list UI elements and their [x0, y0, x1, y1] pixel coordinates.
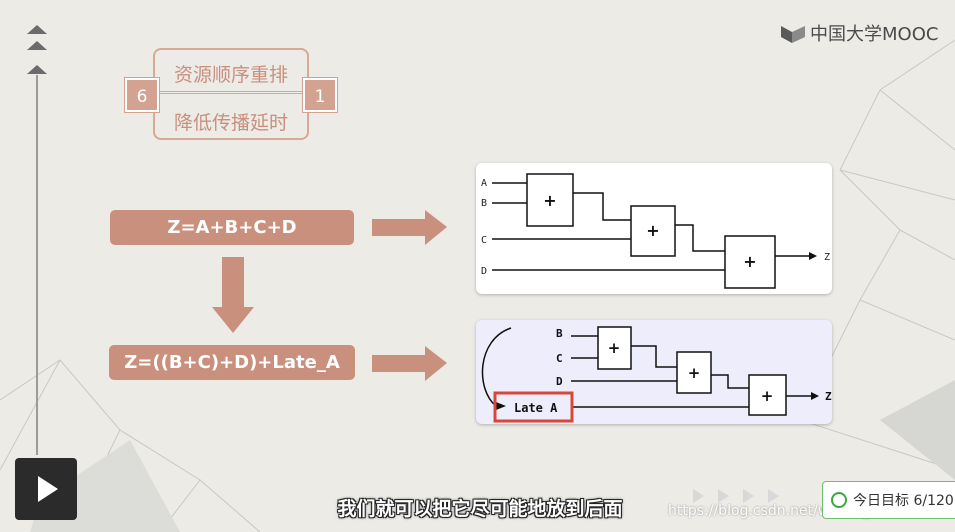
formula-1: Z=A+B+C+D [110, 210, 354, 245]
d1-adder-3-sign: + [743, 252, 756, 271]
right-arrow-1 [372, 210, 447, 245]
formula-2-text: Z=((B+C)+D)+Late_A [124, 352, 340, 373]
d2-adder-2-sign: + [688, 364, 701, 382]
d2-input-d: D [556, 375, 563, 388]
right-arrow-2 [372, 346, 447, 381]
forward-arrow-3 [743, 489, 754, 503]
nav-up-arrow-1[interactable] [27, 25, 47, 34]
d2-output-z: Z [825, 390, 832, 403]
right-number-badge: 1 [302, 77, 338, 113]
goal-label: 今日目标 6/120 [853, 493, 954, 509]
mooc-logo: 中国大学MOOC [780, 20, 938, 46]
title-line-2: 降低传播延时 [173, 112, 288, 134]
forward-arrow-1 [693, 489, 704, 503]
down-arrow [212, 257, 254, 333]
nav-up-arrow-3[interactable] [27, 65, 47, 74]
formula-2: Z=((B+C)+D)+Late_A [109, 345, 355, 380]
d2-adder-2 [676, 351, 712, 394]
reordered-adder-diagram: B C D Z + + + Late A [481, 326, 832, 423]
mooc-logo-icon [781, 26, 805, 43]
forward-arrow-2 [718, 489, 729, 503]
goal-progress-icon [831, 492, 847, 508]
d1-input-d: D [481, 266, 487, 277]
adder-chain-diagram: A B C D Z + + + [481, 173, 830, 289]
late-a-highlight [493, 391, 574, 423]
d1-input-c: C [481, 235, 487, 246]
d1-adder-1-sign: + [543, 191, 556, 210]
d2-adder-3-sign: + [761, 387, 774, 405]
d1-input-a: A [481, 178, 487, 189]
daily-goal-badge[interactable]: 今日目标 6/120 [822, 481, 955, 519]
title-divider [160, 91, 302, 94]
title-line-1: 资源顺序重排 [173, 64, 288, 86]
play-button[interactable] [15, 458, 77, 520]
d1-adder-2 [630, 205, 676, 257]
diagram-2-panel: B C D Z + + + Late A [476, 320, 832, 424]
nav-up-arrow-2[interactable] [27, 41, 47, 50]
video-subtitle: 我们就可以把它尽可能地放到后面 [337, 498, 623, 520]
left-number-badge: 6 [124, 77, 160, 113]
d2-adder-3 [748, 374, 787, 416]
d1-adder-1 [526, 173, 574, 227]
d2-adder-1-sign: + [608, 339, 621, 357]
d2-adder-1 [597, 326, 632, 370]
nav-track [36, 75, 38, 455]
d1-adder-2-sign: + [646, 221, 659, 240]
formula-1-text: Z=A+B+C+D [167, 217, 297, 238]
diagram-1-panel: A B C D Z + + + [476, 163, 832, 294]
forward-arrow-4 [768, 489, 779, 503]
late-a-label: Late A [514, 401, 558, 415]
d1-input-b: B [481, 198, 487, 209]
logo-text: 中国大学MOOC [810, 24, 939, 45]
d1-output-z: Z [824, 252, 830, 263]
d1-adder-3 [724, 235, 776, 289]
d2-input-b: B [556, 327, 563, 340]
d2-input-c: C [556, 352, 563, 365]
